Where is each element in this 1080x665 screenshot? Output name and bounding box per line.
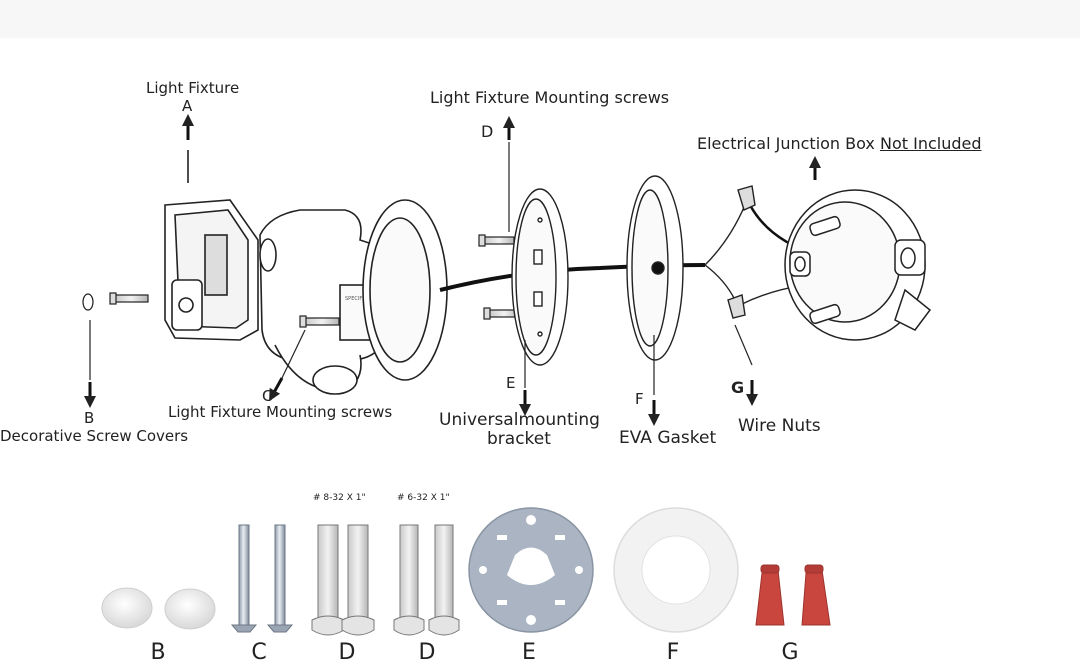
label-g-top: G [731,378,745,397]
direction-arrows [84,114,821,426]
label-light-fixture: Light Fixture [146,79,240,97]
part-letter-f: F [666,640,680,665]
label-bracket: bracket [487,429,551,449]
label-f-top: F [635,390,644,408]
label-universal-mounting: Universalmounting [439,410,600,430]
label-decorative-screw-covers: Decorative Screw Covers [0,427,189,445]
screw-cover-drawing [82,292,149,311]
part-letter-d1: D [338,640,356,665]
label-c-top: C [262,387,273,405]
part-b-caps [101,587,216,630]
label-wire-nuts: Wire Nuts [738,416,821,436]
part-g-wire-nuts [755,564,831,626]
junction-box-drawing [784,189,932,341]
label-spec-d1: # 8-32 X 1" [313,493,366,503]
part-c-pins [230,524,294,633]
part-f-gasket [613,507,739,633]
part-e-bracket [468,507,594,633]
light-fixture-drawing: SPECIFICATIONS [164,199,448,395]
junction-box-text: Electrical Junction Box [697,134,880,153]
not-included-text: Not Included [879,134,982,153]
part-letter-c: C [251,640,267,665]
part-letter-g: G [781,640,799,665]
bracket-drawing [511,188,569,366]
label-e-top: E [506,374,516,392]
label-mounting-screws-top: Light Fixture Mounting screws [430,88,670,107]
top-band [0,0,1080,38]
part-d-screws-2 [393,524,460,636]
part-letter-e: E [522,640,536,665]
label-b-top: B [84,409,95,427]
part-letter-b: B [150,640,166,665]
label-d-top: D [481,122,494,141]
gasket-drawing [626,175,684,361]
screw-c-drawing [299,315,340,328]
label-a: A [182,97,193,115]
part-d-screws-1 [311,524,375,636]
part-letter-d2: D [418,640,436,665]
label-spec-d2: # 6-32 X 1" [397,493,450,503]
label-eva-gasket: EVA Gasket [619,428,717,448]
leader-g [734,324,753,366]
label-mounting-screws-bottom: Light Fixture Mounting screws [168,403,393,421]
leader-c [281,329,306,379]
label-junction-box: Electrical Junction Box Not Included [697,134,982,153]
